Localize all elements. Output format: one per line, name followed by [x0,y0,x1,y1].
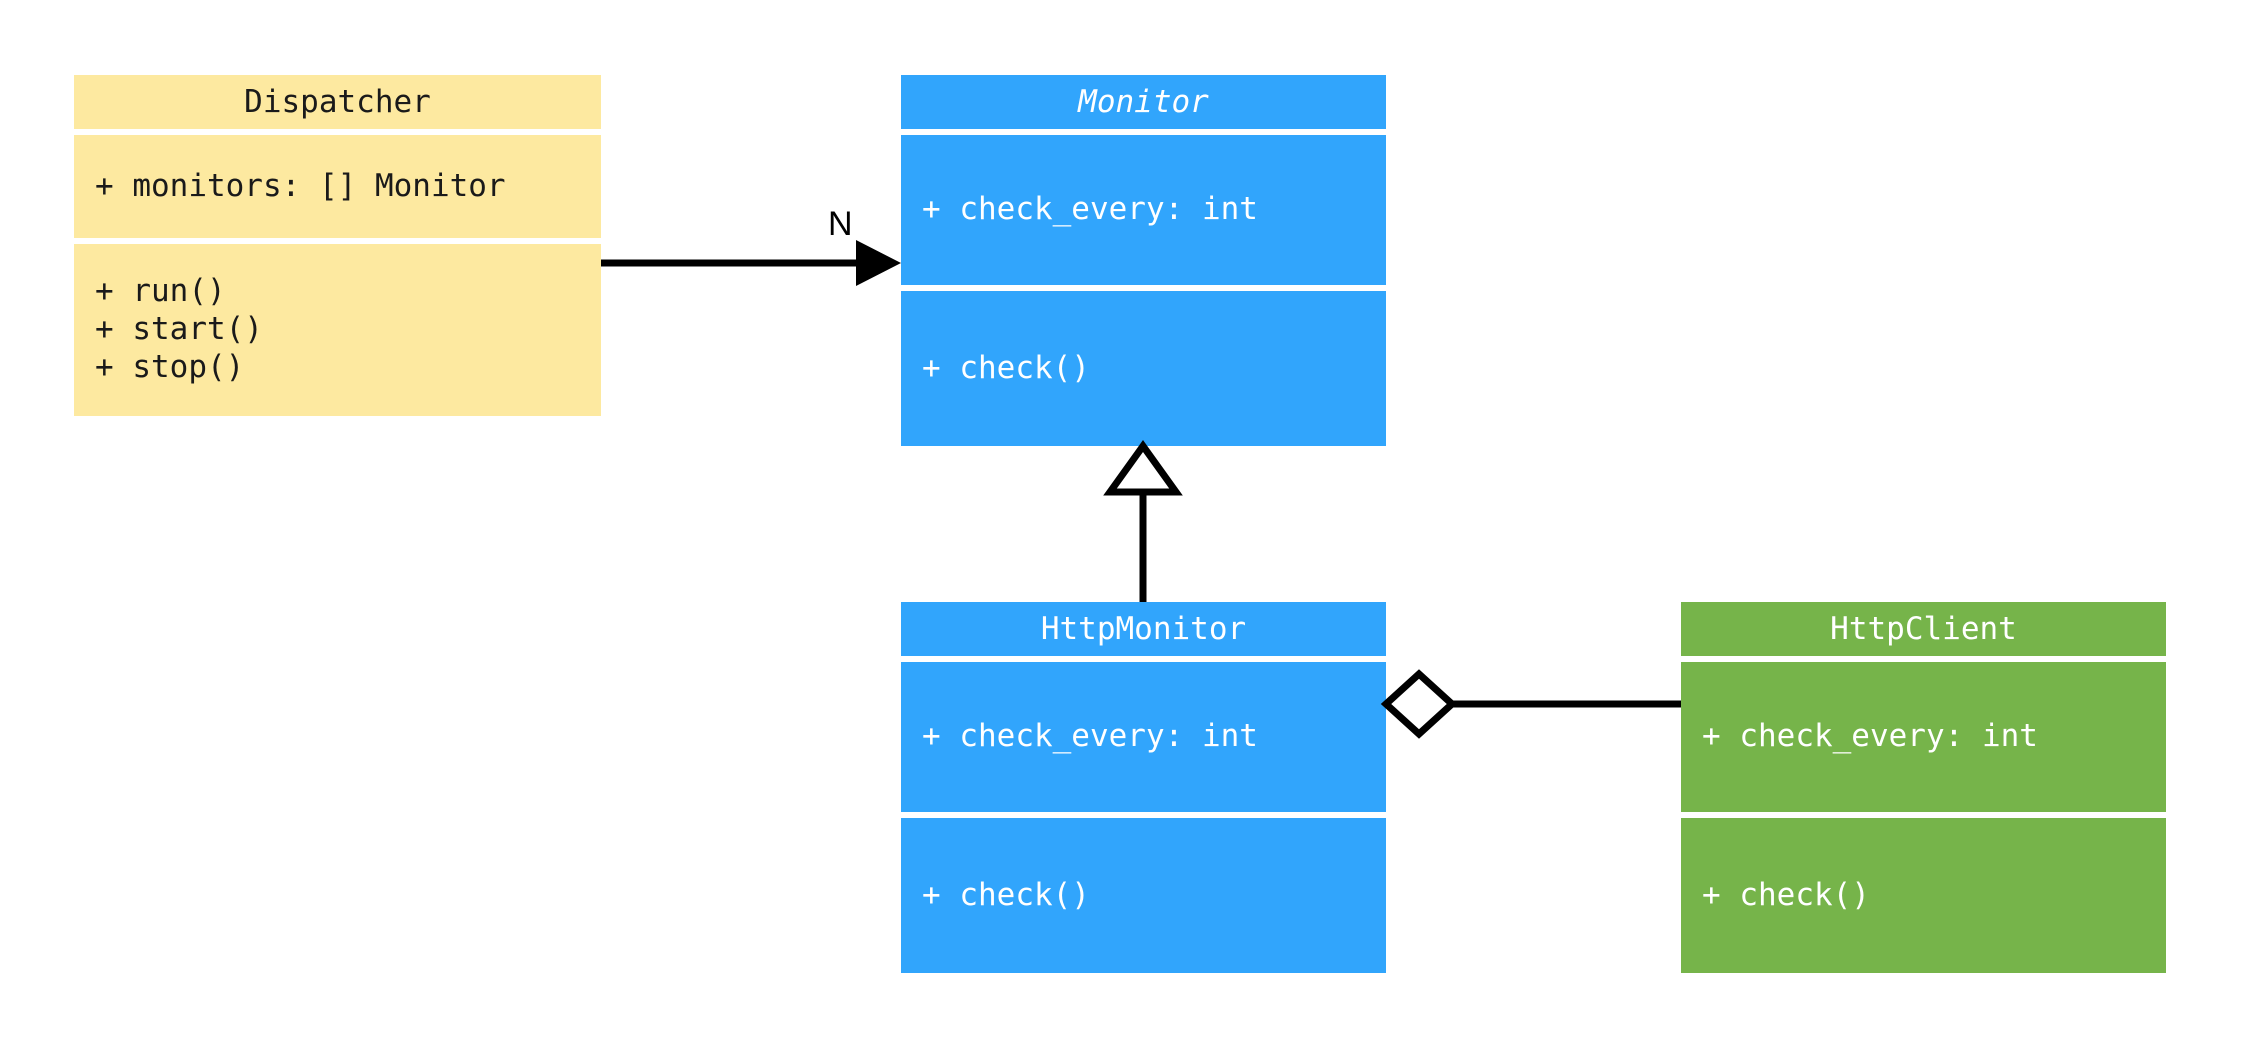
monitor-method-row: + check() [922,349,1090,386]
dispatcher-divider-1 [74,129,601,135]
http-client-divider-2 [1681,812,2166,818]
http-monitor-attribute-row: + check_every: int [922,718,1258,755]
dispatcher-methods-compartment: + run() + start() + stop() [74,244,601,416]
monitor-class-name: Monitor [1078,84,1209,120]
dispatcher-title-compartment: Dispatcher [74,75,601,129]
http-monitor-divider-2 [901,812,1386,818]
monitor-divider-2 [901,285,1386,291]
monitor-attribute-row: + check_every: int [922,191,1258,228]
uml-class-http-client[interactable]: HttpClient + check_every: int + check() [1681,602,2166,973]
uml-class-http-monitor[interactable]: HttpMonitor + check_every: int + check() [901,602,1386,973]
dispatcher-class-name: Dispatcher [244,84,431,120]
hollow-triangle-arrowhead-icon [1103,439,1183,496]
http-monitor-methods-compartment: + check() [901,818,1386,973]
uml-class-monitor[interactable]: Monitor + check_every: int + check() [901,75,1386,446]
dispatcher-method-row: + start() [95,311,263,348]
dispatcher-attributes-compartment: + monitors: [] Monitor [74,135,601,238]
http-client-title-compartment: HttpClient [1681,602,2166,656]
dispatcher-method-row: + run() [95,273,226,310]
hollow-diamond-aggregation-icon [1380,669,1458,739]
uml-class-dispatcher[interactable]: Dispatcher + monitors: [] Monitor + run(… [74,75,601,416]
http-monitor-attributes-compartment: + check_every: int [901,662,1386,812]
connector-http-monitor-to-http-client [1380,669,1681,739]
association-multiplicity-label: N [828,205,853,243]
http-monitor-divider-1 [901,656,1386,662]
http-client-divider-1 [1681,656,2166,662]
connector-dispatcher-to-monitor [601,240,901,286]
dispatcher-attribute-row: + monitors: [] Monitor [95,167,506,204]
http-client-attributes-compartment: + check_every: int [1681,662,2166,812]
http-monitor-title-compartment: HttpMonitor [901,602,1386,656]
monitor-divider-1 [901,129,1386,135]
connector-http-monitor-to-monitor [1103,439,1183,602]
http-client-methods-compartment: + check() [1681,818,2166,973]
dispatcher-divider-2 [74,238,601,244]
http-client-method-row: + check() [1702,876,1870,913]
monitor-attributes-compartment: + check_every: int [901,135,1386,285]
http-monitor-method-row: + check() [922,876,1090,913]
http-client-class-name: HttpClient [1830,611,2017,647]
monitor-title-compartment: Monitor [901,75,1386,129]
http-client-attribute-row: + check_every: int [1702,718,2038,755]
monitor-methods-compartment: + check() [901,291,1386,446]
dispatcher-method-row: + stop() [95,348,245,385]
filled-triangle-arrowhead-icon [856,240,901,286]
http-monitor-class-name: HttpMonitor [1040,611,1247,647]
